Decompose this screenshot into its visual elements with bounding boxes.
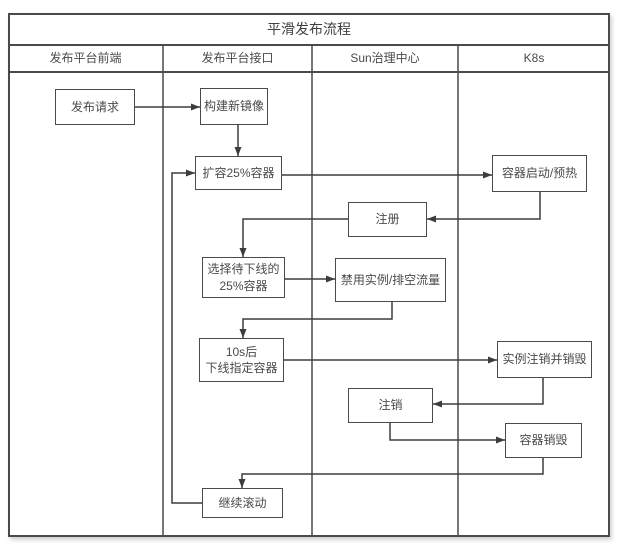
diagram-title: 平滑发布流程 xyxy=(267,21,351,37)
edge-containerdestroy-to-continue xyxy=(238,458,544,488)
edge-destroyinstance-to-dereg xyxy=(433,378,544,408)
edge-dereg-to-containerdestroy xyxy=(389,423,505,444)
node-container-destroy: 容器销毁 xyxy=(505,423,582,458)
lane-header-sun-center: Sun治理中心 xyxy=(350,51,420,65)
edge-start-to-register xyxy=(427,192,541,223)
node-continue-rolling: 继续滚动 xyxy=(202,488,283,518)
node-disable-drain: 禁用实例/排空流量 xyxy=(335,258,446,302)
node-container-start-warmup: 容器启动/预热 xyxy=(492,155,587,192)
lane-header-frontend: 发布平台前端 xyxy=(49,51,122,65)
swimlane-grid xyxy=(8,44,610,536)
lane-header-interface: 发布平台接口 xyxy=(201,51,274,65)
lane-header-k8s: K8s xyxy=(523,51,545,65)
flow-connectors xyxy=(135,103,544,504)
edge-register-to-select xyxy=(239,218,348,257)
node-offline-after-10s: 10s后 下线指定容器 xyxy=(199,338,284,382)
edge-continue-loop-to-scaleup xyxy=(171,169,202,504)
node-deregister: 注销 xyxy=(348,388,433,423)
node-register: 注册 xyxy=(348,202,427,237)
node-instance-dereg-destroy: 实例注销并销毁 xyxy=(497,341,592,378)
node-release-request: 发布请求 xyxy=(55,89,135,125)
node-scale-up-25: 扩容25%容器 xyxy=(195,156,282,190)
node-select-offline-25: 选择待下线的 25%容器 xyxy=(202,257,285,298)
edge-disable-to-10s xyxy=(239,302,393,338)
node-build-new-image: 构建新镜像 xyxy=(200,88,268,125)
